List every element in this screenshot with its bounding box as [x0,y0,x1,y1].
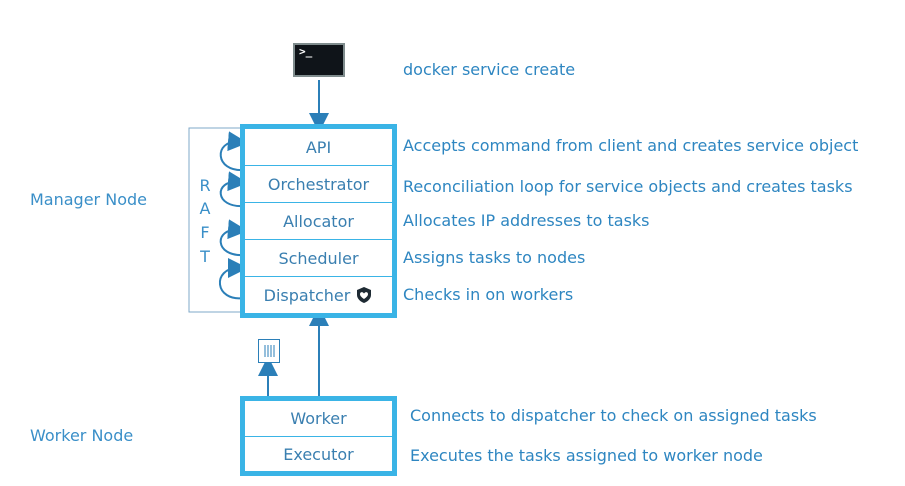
component-allocator-label: Allocator [283,211,354,231]
component-worker: Worker [245,401,392,437]
allocator-description: Allocates IP addresses to tasks [403,211,650,230]
api-description: Accepts command from client and creates … [403,136,859,155]
manager-node-label: Manager Node [30,190,147,209]
loop-arrow-4 [219,258,248,300]
command-label: docker service create [403,60,576,79]
raft-letter-r: R [199,176,211,195]
worker-node-label: Worker Node [30,426,134,445]
component-worker-label: Worker [290,409,347,428]
component-api-label: API [305,137,332,157]
worker-description: Connects to dispatcher to check on assig… [410,406,817,425]
manager-stack: API Orchestrator Allocator Scheduler Dis… [240,124,397,318]
raft-letter-f: F [200,223,210,242]
executor-description: Executes the tasks assigned to worker no… [410,446,763,465]
component-orchestrator: Orchestrator [245,166,392,203]
component-executor: Executor [245,437,392,471]
raft-letter-a: A [199,199,211,218]
component-api: API [245,129,392,166]
component-scheduler-label: Scheduler [278,248,359,268]
task-list-icon [258,339,280,363]
component-dispatcher: Dispatcher [245,277,392,313]
component-executor-label: Executor [283,444,354,464]
task-list-lines [264,345,275,357]
terminal-prompt: >_ [299,45,313,58]
scheduler-description: Assigns tasks to nodes [403,248,586,267]
component-allocator: Allocator [245,203,392,240]
terminal-icon: >_ [293,43,345,77]
component-scheduler: Scheduler [245,240,392,277]
loop-arrow-3 [219,219,248,257]
loop-arrow-2 [219,171,248,208]
component-dispatcher-label: Dispatcher [263,285,351,305]
raft-letter-t: T [200,247,210,266]
loop-arrow-1 [219,131,248,172]
worker-stack: Worker Executor [240,396,397,476]
heart-shield-icon [357,287,372,303]
orchestrator-description: Reconciliation loop for service objects … [403,177,853,196]
component-orchestrator-label: Orchestrator [267,174,370,194]
raft-bracket [188,127,245,313]
dispatcher-description: Checks in on workers [403,285,574,304]
